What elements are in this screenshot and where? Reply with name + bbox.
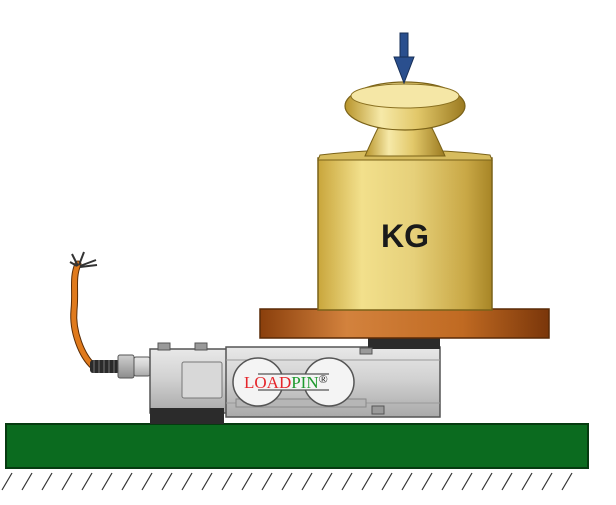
load-plate (259, 308, 550, 339)
calibration-weight: KG (317, 81, 493, 311)
cable (69, 251, 98, 370)
ground-slab (5, 423, 589, 469)
brand-part-pin: PIN (291, 373, 318, 392)
cable-gland (90, 354, 151, 379)
brand-logo: LOADPIN® (244, 372, 328, 392)
registered-mark: ® (319, 372, 328, 386)
ground-hatching (1, 472, 573, 491)
load-cell: LOADPIN® (149, 337, 441, 424)
down-arrow-icon (393, 32, 415, 85)
weight-label: KG (381, 218, 429, 254)
brand-part-load: LOAD (244, 373, 291, 392)
